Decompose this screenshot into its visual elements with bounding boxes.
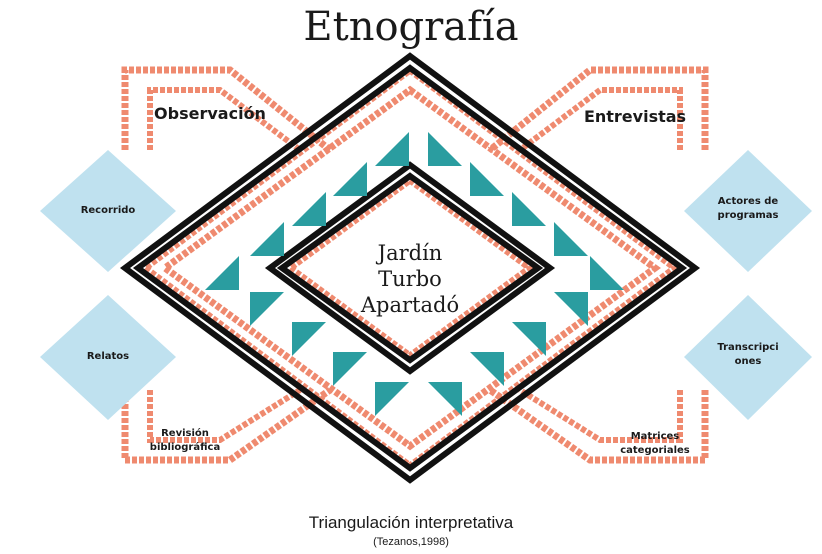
label-revision-line2: bibliográfica [149,442,221,453]
teal-triangle [375,382,409,416]
teal-triangle [250,222,284,256]
label-actores-line1: Actores de [717,196,779,207]
teal-triangle [554,292,588,326]
salmon-corner-frame [487,66,709,153]
label-transcripciones-line1: Transcripci [717,342,779,353]
label-revision: Revisión bibliográfica [125,427,245,455]
teal-triangle [428,382,462,416]
center-line-2: Turbo [378,267,442,291]
label-relatos: Relatos [86,351,130,362]
salmon-corner-inner [147,87,302,153]
relatos-box [40,295,176,420]
recorrido-box [40,150,176,272]
label-actores-line2: programas [717,210,779,221]
salmon-corner-inner [147,387,302,443]
black-diamond [119,52,701,484]
label-entrevistas: Entrevistas [583,107,687,126]
label-observacion: Observación [154,104,266,123]
label-matrices-line2: categoriales [620,445,690,456]
diagram-title: Etnografía [303,4,519,50]
actores-box [684,150,812,272]
salmon-corner-frame [121,387,333,464]
teal-triangle [292,192,326,226]
teal-triangle [333,162,367,196]
center-line-3: Apartadó [360,293,460,317]
teal-triangle [554,222,588,256]
center-locations: Jardín Turbo Apartadó [310,240,510,318]
salmon-corner-frame [487,387,709,464]
black-diamond-frames [119,52,701,484]
salmon-corner-inner [518,87,683,153]
teal-triangle [205,256,239,290]
black-diamond [276,172,544,364]
salmon-corner-inner [518,387,683,443]
teal-triangle [292,322,326,356]
transcripciones-box [684,295,812,420]
label-transcripciones: Transcripci ones [698,341,798,369]
label-matrices-line1: Matrices [630,431,680,442]
teal-triangle [428,132,462,166]
teal-triangle [470,162,504,196]
teal-triangles [205,132,624,416]
salmon-corner-frame [121,66,333,153]
teal-triangle [512,192,546,226]
black-diamond [132,64,688,472]
label-recorrido: Recorrido [80,205,136,216]
teal-triangle [470,352,504,386]
footer-caption: Triangulación interpretativa [308,513,514,532]
center-line-1: Jardín [377,241,443,265]
teal-triangle [590,256,624,290]
teal-triangle [250,292,284,326]
black-diamond [264,161,556,375]
salmon-diamond [284,175,536,361]
footer-citation: (Tezanos,1998) [373,536,449,548]
teal-triangle [375,132,409,166]
salmon-diamond [159,85,661,451]
teal-triangle [333,352,367,386]
label-revision-line1: Revisión [161,428,209,439]
label-actores: Actores de programas [698,195,798,223]
teal-triangle [512,322,546,356]
label-matrices: Matrices categoriales [595,430,715,458]
side-boxes [40,150,812,420]
label-transcripciones-line2: ones [734,356,762,367]
